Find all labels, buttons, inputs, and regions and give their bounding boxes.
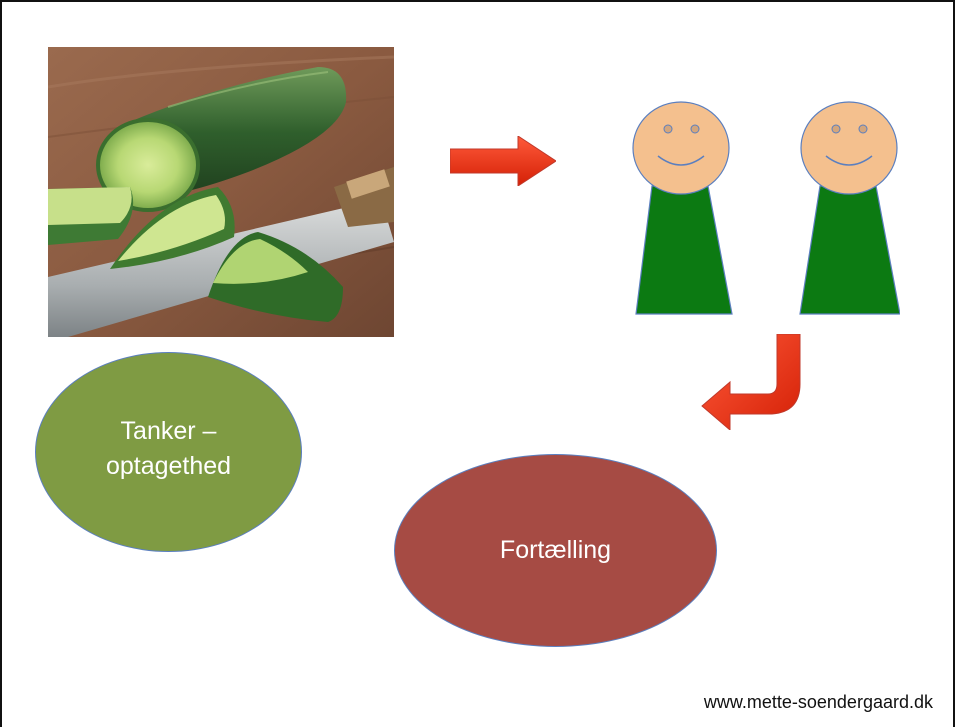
thought-ellipse-label: Tanker – optagethed — [105, 417, 232, 480]
thought-ellipse: Tanker – optagethed — [35, 352, 302, 552]
footer-url: www.mette-soendergaard.dk — [703, 692, 933, 712]
two-smiley-figures-icon — [632, 101, 900, 315]
person-right — [799, 101, 900, 315]
red-curved-arrow-icon — [701, 334, 801, 430]
story-ellipse-label: Fortælling — [499, 536, 612, 564]
person-left — [632, 101, 733, 315]
story-ellipse: Fortælling — [394, 454, 717, 647]
red-arrow-right-icon — [450, 136, 556, 186]
cucumber-photo — [48, 47, 394, 337]
